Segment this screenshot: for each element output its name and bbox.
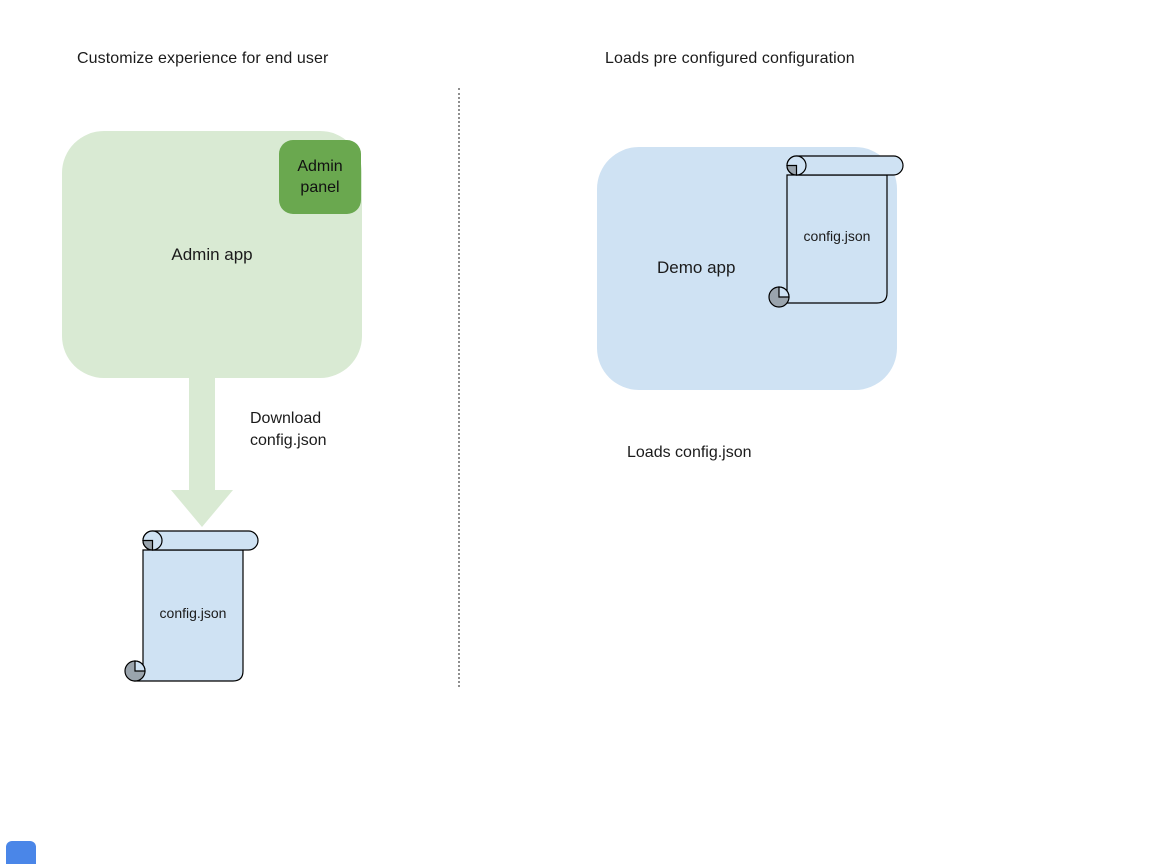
- download-arrow-icon: [171, 378, 233, 527]
- download-config-label-line2: config.json: [250, 432, 327, 449]
- admin-panel-label-line2: panel: [300, 179, 340, 196]
- config-json-scroll-icon-left: config.json: [124, 530, 259, 682]
- section-divider: [458, 88, 460, 687]
- corner-blue-square: [6, 841, 36, 864]
- right-section-title: Loads pre configured configuration: [605, 50, 855, 67]
- left-section-title: Customize experience for end user: [77, 50, 329, 67]
- config-json-scroll-icon-right: config.json: [768, 155, 904, 308]
- loads-config-caption: Loads config.json: [627, 444, 752, 461]
- download-config-label: Download config.json: [250, 408, 327, 452]
- admin-app-label: Admin app: [171, 245, 253, 264]
- config-json-scroll-label-left: config.json: [160, 605, 227, 621]
- download-config-label-line1: Download: [250, 410, 322, 427]
- demo-app-label: Demo app: [657, 258, 736, 277]
- admin-panel-box: Admin panel: [279, 140, 361, 214]
- admin-panel-label-line1: Admin: [297, 158, 343, 175]
- config-json-scroll-label-right: config.json: [804, 228, 871, 244]
